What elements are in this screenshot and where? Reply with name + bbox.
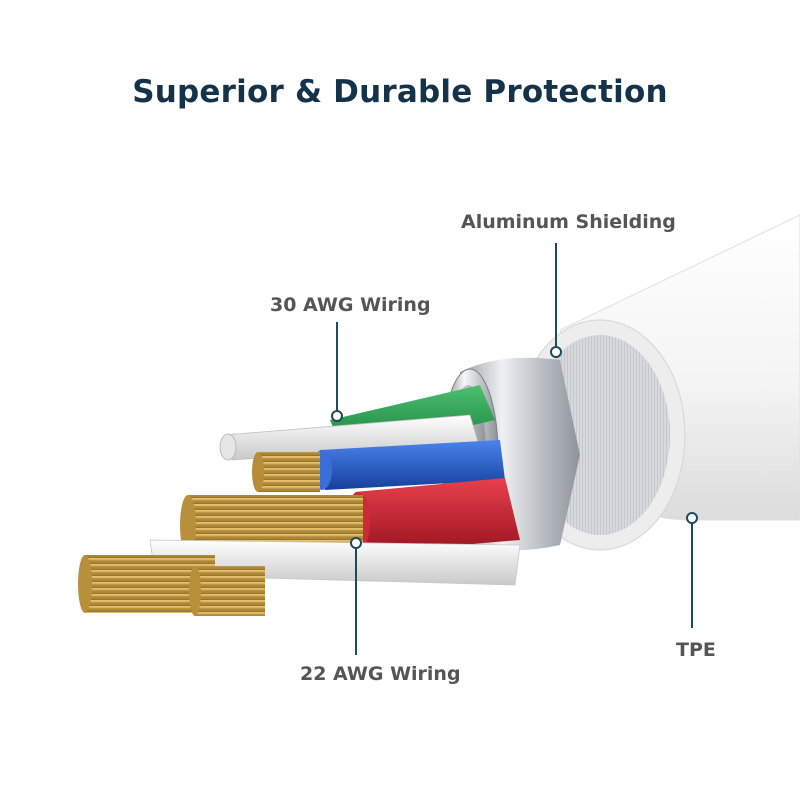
aluminum-shielding-label: Aluminum Shielding xyxy=(461,211,676,233)
awg30-label: 30 AWG Wiring xyxy=(270,294,431,316)
tpe-label: TPE xyxy=(676,639,716,661)
leader-aluminum xyxy=(550,243,562,358)
leader-awg30 xyxy=(331,322,343,422)
page-title: Superior & Durable Protection xyxy=(132,74,668,110)
red-wire xyxy=(346,478,520,553)
leader-tpe xyxy=(686,512,698,628)
awg22-label: 22 AWG Wiring xyxy=(300,663,461,685)
leader-awg22 xyxy=(350,537,362,655)
front-copper-bundle-right xyxy=(189,566,265,616)
small-copper-bundle xyxy=(252,452,320,492)
